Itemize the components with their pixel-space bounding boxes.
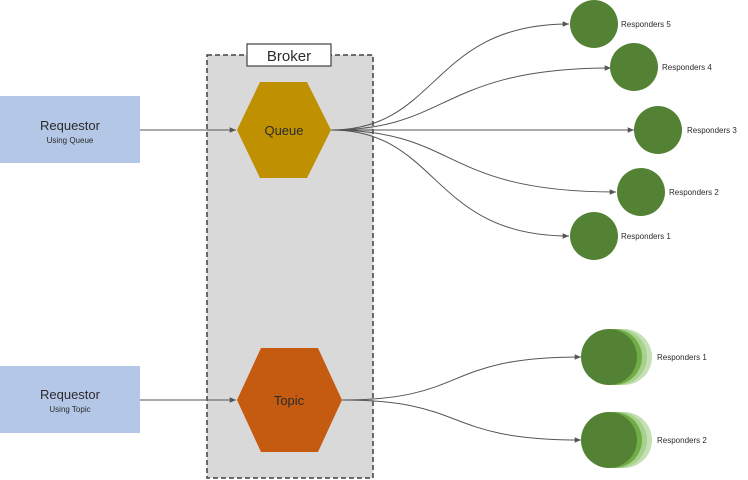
- responder-2-label: Responders 2: [669, 188, 719, 197]
- responder-3-label: Responders 3: [687, 126, 737, 135]
- queue-connector-responders-4: [330, 65, 612, 131]
- topic-responder-1-stack: [581, 329, 652, 385]
- topic-responder-2-label: Responders 2: [657, 436, 707, 445]
- requestor-topic-box: [0, 366, 140, 433]
- topic-label: Topic: [274, 393, 305, 408]
- requestor-queue-title: Requestor: [40, 118, 101, 133]
- requestor-queue-box: [0, 96, 140, 163]
- topic-connector-responders-1: [341, 354, 582, 401]
- responder-1-circle: [570, 212, 618, 260]
- queue-connector-responders-5: [330, 21, 570, 131]
- responder-1-label: Responders 1: [621, 232, 671, 241]
- responder-2-circle: [617, 168, 665, 216]
- queue-hexagon: [237, 82, 331, 178]
- responder-4-label: Responders 4: [662, 63, 712, 72]
- topic-responder-1-label: Responders 1: [657, 353, 707, 362]
- queue-connector-responders-2: [330, 129, 617, 195]
- topic-responder-2-stack: [581, 412, 652, 468]
- queue-connector-responders-1: [330, 129, 570, 239]
- queue-label: Queue: [264, 123, 303, 138]
- topic-connector-responders-2: [341, 399, 582, 443]
- broker-label-box: [246, 43, 332, 67]
- requestor-topic-subtitle: Using Topic: [49, 405, 90, 414]
- responder-5-label: Responders 5: [621, 20, 671, 29]
- topic-responder-1-circle: [581, 329, 637, 385]
- topic-hexagon: [237, 348, 342, 452]
- requestor-topic-title: Requestor: [40, 387, 101, 402]
- responder-4-circle: [610, 43, 658, 91]
- topic-responder-2-circle: [581, 412, 637, 468]
- broker-label: Broker: [267, 48, 311, 65]
- responder-3-circle: [634, 106, 682, 154]
- requestor-queue-subtitle: Using Queue: [47, 136, 94, 145]
- responder-5-circle: [570, 0, 618, 48]
